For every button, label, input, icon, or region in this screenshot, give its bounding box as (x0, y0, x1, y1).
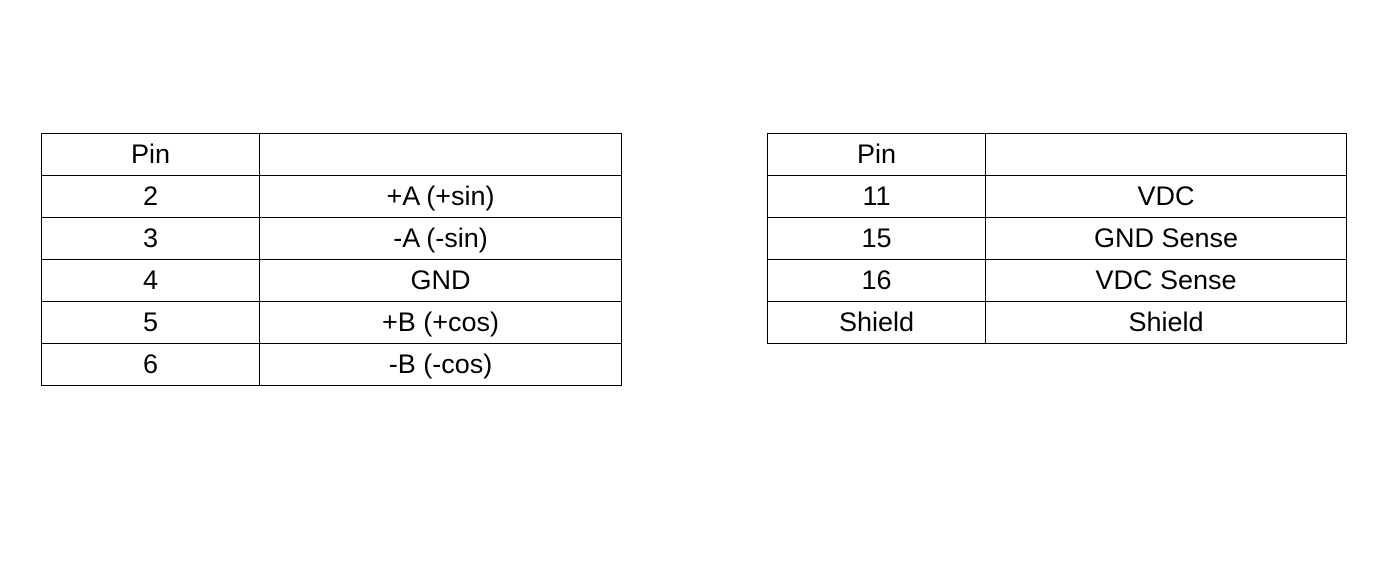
header-signal (985, 133, 1347, 176)
header-pin: Pin (41, 133, 260, 176)
header-pin: Pin (767, 133, 986, 176)
table-row: 15 GND Sense (767, 217, 1347, 260)
signal-name: -A (-sin) (259, 217, 622, 260)
table-header-row: Pin (767, 133, 1347, 176)
table-row: Shield Shield (767, 301, 1347, 344)
table-header-row: Pin (41, 133, 622, 176)
signal-name: GND (259, 259, 622, 302)
header-signal (259, 133, 622, 176)
table-row: 6 -B (-cos) (41, 343, 622, 386)
table-row: 11 VDC (767, 175, 1347, 218)
pin-number: 16 (767, 259, 986, 302)
signal-name: Shield (985, 301, 1347, 344)
signal-name: +B (+cos) (259, 301, 622, 344)
signal-name: -B (-cos) (259, 343, 622, 386)
signal-name: +A (+sin) (259, 175, 622, 218)
pin-number: 2 (41, 175, 260, 218)
table-row: 4 GND (41, 259, 622, 302)
pin-number: Shield (767, 301, 986, 344)
table-row: 5 +B (+cos) (41, 301, 622, 344)
pin-number: 15 (767, 217, 986, 260)
pin-table-right: Pin 11 VDC 15 GND Sense 16 VDC Sense Shi… (767, 133, 1347, 344)
signal-name: VDC (985, 175, 1347, 218)
pin-number: 11 (767, 175, 986, 218)
table-row: 16 VDC Sense (767, 259, 1347, 302)
pin-table-left: Pin 2 +A (+sin) 3 -A (-sin) 4 GND 5 +B (… (41, 133, 622, 386)
pin-number: 3 (41, 217, 260, 260)
pin-number: 6 (41, 343, 260, 386)
pin-number: 4 (41, 259, 260, 302)
signal-name: GND Sense (985, 217, 1347, 260)
pin-number: 5 (41, 301, 260, 344)
table-row: 3 -A (-sin) (41, 217, 622, 260)
signal-name: VDC Sense (985, 259, 1347, 302)
table-row: 2 +A (+sin) (41, 175, 622, 218)
